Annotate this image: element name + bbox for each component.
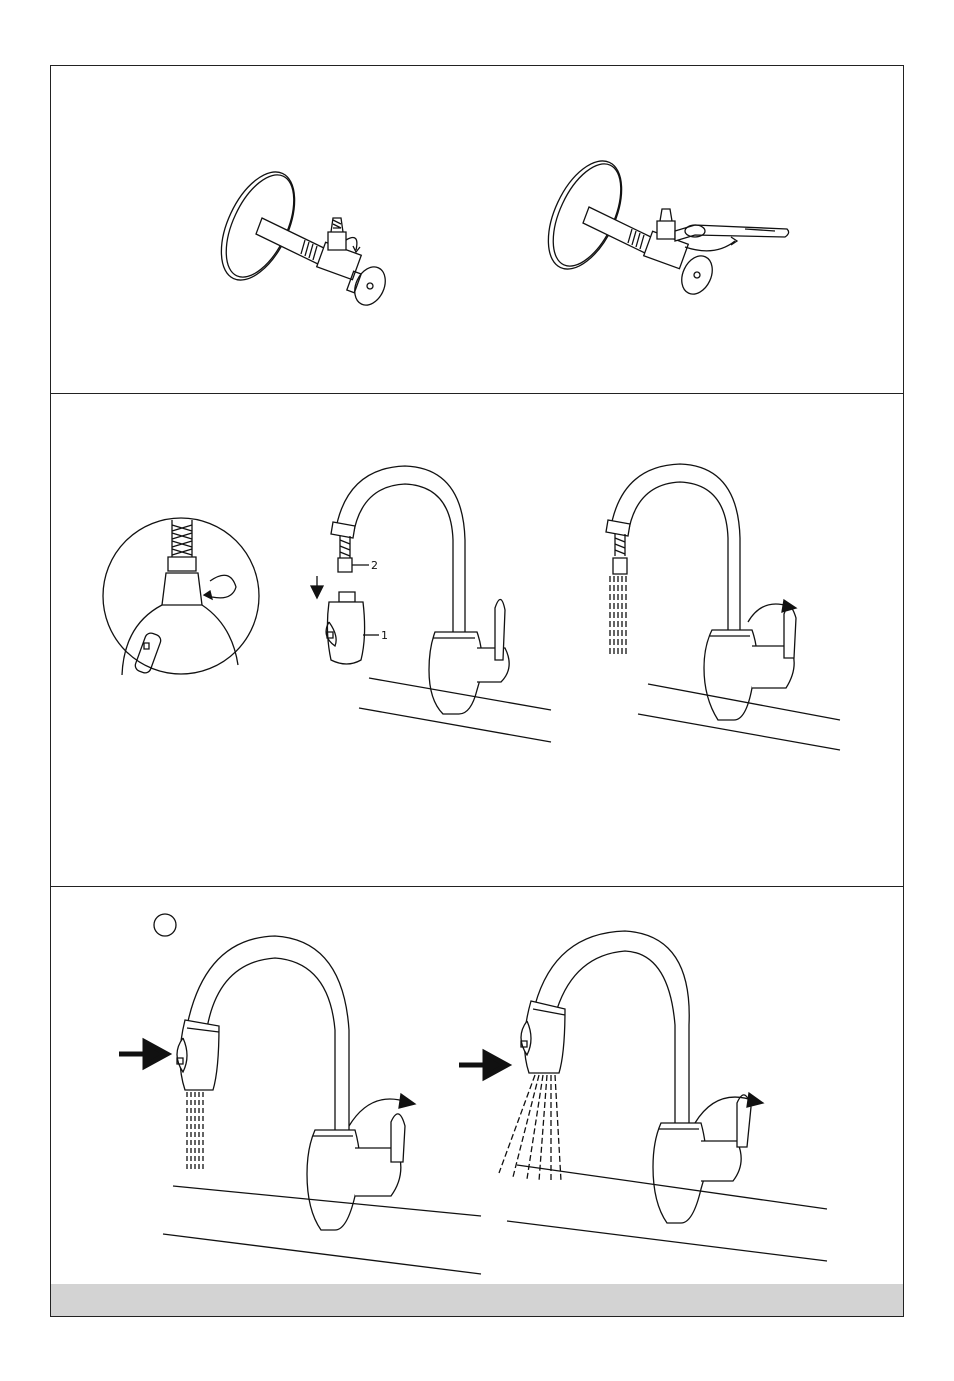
faucet-spray-mode-illustration <box>455 925 835 1270</box>
hose-callout-label: 2 <box>371 559 378 572</box>
hose-detail-illustration <box>100 515 262 677</box>
section-divider-1 <box>50 393 904 394</box>
valve-hand-tighten-illustration <box>210 160 410 320</box>
section-divider-2 <box>50 886 904 887</box>
faucet-stream-mode-illustration <box>115 930 485 1280</box>
sprayhead-callout-label: 1 <box>381 629 388 642</box>
valve-wrench-illustration <box>545 155 790 315</box>
faucet-flush-illustration <box>600 458 845 758</box>
faucet-disassembly-illustration: 2 1 <box>305 460 560 750</box>
footer-bar <box>51 1284 903 1316</box>
